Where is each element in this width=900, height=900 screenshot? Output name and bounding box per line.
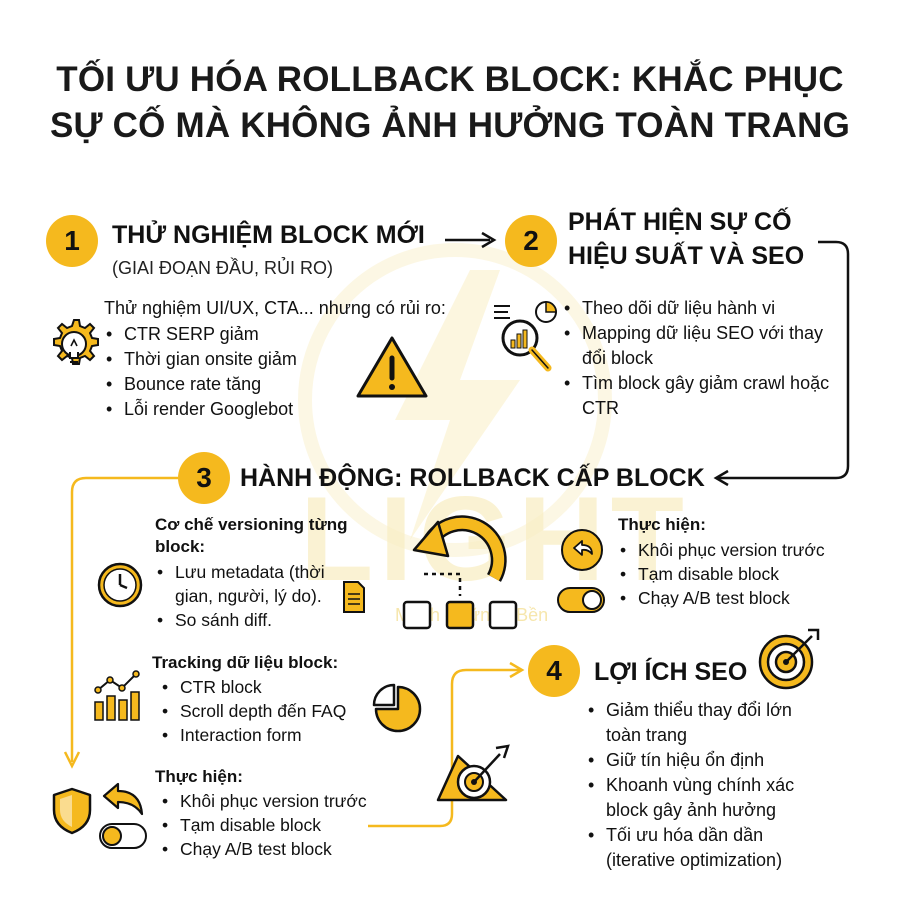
step4-badge: 4 <box>528 645 580 697</box>
list-item: Tạm disable block <box>160 813 400 837</box>
execute-left-heading: Thực hiện: <box>155 767 243 786</box>
step3-heading: HÀNH ĐỘNG: ROLLBACK CẤP BLOCK <box>240 464 705 492</box>
step2-badge: 2 <box>505 215 557 267</box>
step2-list: Theo dõi dữ liệu hành vi Mapping dữ liệu… <box>562 296 832 421</box>
pie-chart-icon <box>372 683 422 733</box>
list-item: Lưu metadata (thời gian, người, lý do). <box>155 560 345 608</box>
list-item: Khôi phục version trước <box>618 538 858 562</box>
list-item: Theo dõi dữ liệu hành vi <box>562 296 832 321</box>
bar-chart-icon <box>94 670 140 721</box>
undo-circle-icon <box>561 529 603 571</box>
list-item: CTR SERP giảm <box>104 322 354 347</box>
list-item: So sánh diff. <box>155 608 345 632</box>
list-item: Giữ tín hiệu ổn định <box>586 748 826 773</box>
step3-badge: 3 <box>178 452 230 504</box>
list-item: Bounce rate tăng <box>104 372 354 397</box>
step2-heading-line2: HIỆU SUẤT VÀ SEO <box>568 242 805 270</box>
execute-right-list: Khôi phục version trước Tạm disable bloc… <box>618 538 858 610</box>
list-item: Khoanh vùng chính xác block gây ảnh hưởn… <box>586 773 826 823</box>
list-item: Chạy A/B test block <box>160 837 400 861</box>
target-arrow-icon <box>436 744 510 802</box>
list-item: Scroll depth đến FAQ <box>160 699 380 723</box>
step1-intro: Thử nghiệm UI/UX, CTA... nhưng có rủi ro… <box>104 298 446 318</box>
list-item: Giảm thiểu thay đổi lớn toàn trang <box>586 698 826 748</box>
target-icon <box>758 628 820 690</box>
step1-list: CTR SERP giảm Thời gian onsite giảm Boun… <box>104 322 354 422</box>
page-title-line2: SỰ CỐ MÀ KHÔNG ẢNH HƯỞNG TOÀN TRANG <box>49 106 851 145</box>
versioning-heading: Cơ chế versioning từng block: <box>155 515 348 556</box>
tracking-list: CTR block Scroll depth đến FAQ Interacti… <box>160 675 380 747</box>
execute-right-heading: Thực hiện: <box>618 515 706 534</box>
toggle-switch-icon <box>99 823 147 849</box>
execute-left-list: Khôi phục version trước Tạm disable bloc… <box>160 789 400 861</box>
step1-subheading: (GIAI ĐOẠN ĐẦU, RỦI RO) <box>112 258 334 278</box>
step2-heading-line1: PHÁT HIỆN SỰ CỐ <box>568 208 792 236</box>
list-item: Chạy A/B test block <box>618 586 858 610</box>
clock-icon <box>97 562 143 608</box>
tracking-heading: Tracking dữ liệu block: <box>152 653 339 672</box>
list-item: Interaction form <box>160 723 380 747</box>
document-icon <box>343 581 365 613</box>
list-item: Mapping dữ liệu SEO với thay đổi block <box>562 321 832 371</box>
step1-badge: 1 <box>46 215 98 267</box>
toggle-switch-icon <box>557 587 605 613</box>
list-item: Tối ưu hóa dần dần (iterative optimizati… <box>586 823 826 873</box>
rollback-blocks-icon <box>402 515 518 630</box>
list-item: Tạm disable block <box>618 562 858 586</box>
step4-heading: LỢI ÍCH SEO <box>594 658 748 686</box>
list-item: Tìm block gây giảm crawl hoặc CTR <box>562 371 832 421</box>
list-item: Lỗi render Googlebot <box>104 397 354 422</box>
step1-heading: THỬ NGHIỆM BLOCK MỚI <box>112 221 425 249</box>
step4-list: Giảm thiểu thay đổi lớn toàn trang Giữ t… <box>586 698 826 873</box>
versioning-list: Lưu metadata (thời gian, người, lý do). … <box>155 560 345 632</box>
shield-icon <box>52 787 92 835</box>
warning-icon <box>356 336 428 398</box>
list-item: CTR block <box>160 675 380 699</box>
gear-bulb-icon <box>53 319 99 365</box>
list-item: Thời gian onsite giảm <box>104 347 354 372</box>
undo-arrow-icon <box>102 782 144 816</box>
page-title-line1: TỐI ƯU HÓA ROLLBACK BLOCK: KHẮC PHỤC <box>56 60 844 99</box>
list-item: Khôi phục version trước <box>160 789 400 813</box>
report-magnifier-icon <box>494 301 557 372</box>
